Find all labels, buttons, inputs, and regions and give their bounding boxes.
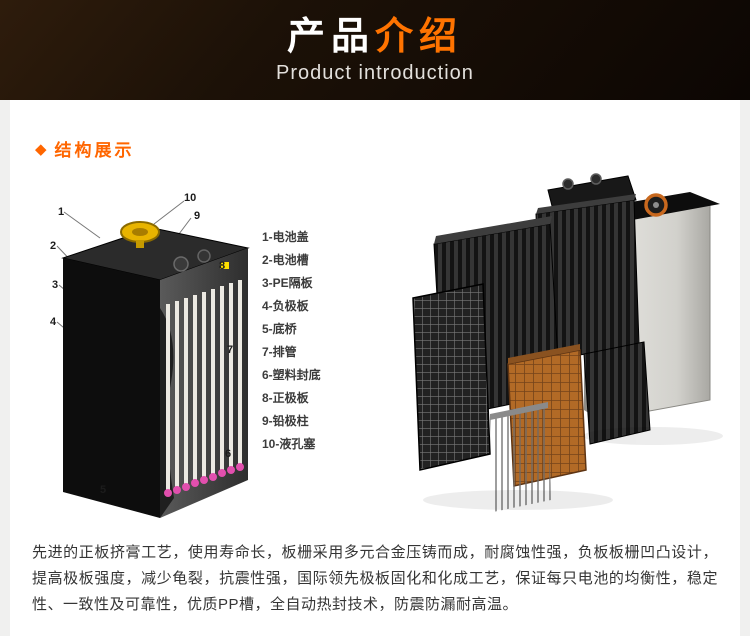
parts-legend: 1-电池盖 2-电池槽 3-PE隔板 4-负极板 5-底桥 7-排管 6-塑料封… xyxy=(262,226,382,456)
callout-numbers: 1 2 3 4 5 6 7 8 9 10 xyxy=(50,192,233,496)
terminal-caps xyxy=(173,249,229,272)
callout-4: 4 xyxy=(50,316,57,328)
callout-8: 8 xyxy=(219,260,225,272)
section-title: 结构展示 xyxy=(54,141,135,160)
callout-9: 9 xyxy=(194,210,200,222)
callout-5: 5 xyxy=(100,484,106,496)
legend-item: 9-铅极柱 xyxy=(262,414,309,428)
legend-item: 1-电池盖 xyxy=(262,230,309,244)
legend-item: 8-正极板 xyxy=(262,391,309,405)
callout-2: 2 xyxy=(50,240,56,252)
legend-item: 10-液孔塞 xyxy=(262,437,316,451)
page-title-part2: 介绍 xyxy=(375,16,464,58)
yellow-marker xyxy=(220,262,229,269)
battery-front-face xyxy=(63,258,160,518)
legend-item: 5-底桥 xyxy=(262,322,297,336)
wire-comb xyxy=(490,402,551,512)
page-title-part1: 产品 xyxy=(286,16,375,58)
battery-body xyxy=(61,221,250,518)
page-title: 产品介绍 xyxy=(0,0,750,58)
legend-item: 6-塑料封底 xyxy=(262,368,321,382)
callout-6: 6 xyxy=(225,448,231,460)
legend-item: 7-排管 xyxy=(262,345,297,359)
tube-pink-ends xyxy=(164,463,244,497)
plate-stack-small xyxy=(583,341,651,445)
callout-7: 7 xyxy=(227,344,233,356)
exploded-parts-illustration xyxy=(412,173,723,512)
legend-item: 4-负极板 xyxy=(262,299,309,313)
callout-1: 1 xyxy=(58,206,64,218)
gold-handle xyxy=(120,221,160,248)
callout-3: 3 xyxy=(52,279,58,291)
legend-item: 2-电池槽 xyxy=(262,253,309,267)
callout-10: 10 xyxy=(184,192,196,204)
shadows xyxy=(423,427,723,510)
content-card: ◆ 结构展示 xyxy=(10,100,740,636)
diamond-bullet-icon: ◆ xyxy=(35,140,47,158)
grid-plate xyxy=(412,283,491,471)
product-description: 先进的正板挤膏工艺，使用寿命长，板栅采用多元合金压铸而成，耐腐蚀性强，负板板栅凹… xyxy=(32,544,718,613)
section-heading: ◆ 结构展示 xyxy=(35,136,135,161)
tube-array xyxy=(166,280,242,490)
legend-item: 3-PE隔板 xyxy=(262,276,313,290)
battery-cutaway-illustration: 1 2 3 4 5 6 7 8 9 10 xyxy=(50,192,250,518)
page-subtitle: Product introduction xyxy=(276,62,474,84)
header-banner: 产品介绍 Product introduction xyxy=(0,0,750,100)
